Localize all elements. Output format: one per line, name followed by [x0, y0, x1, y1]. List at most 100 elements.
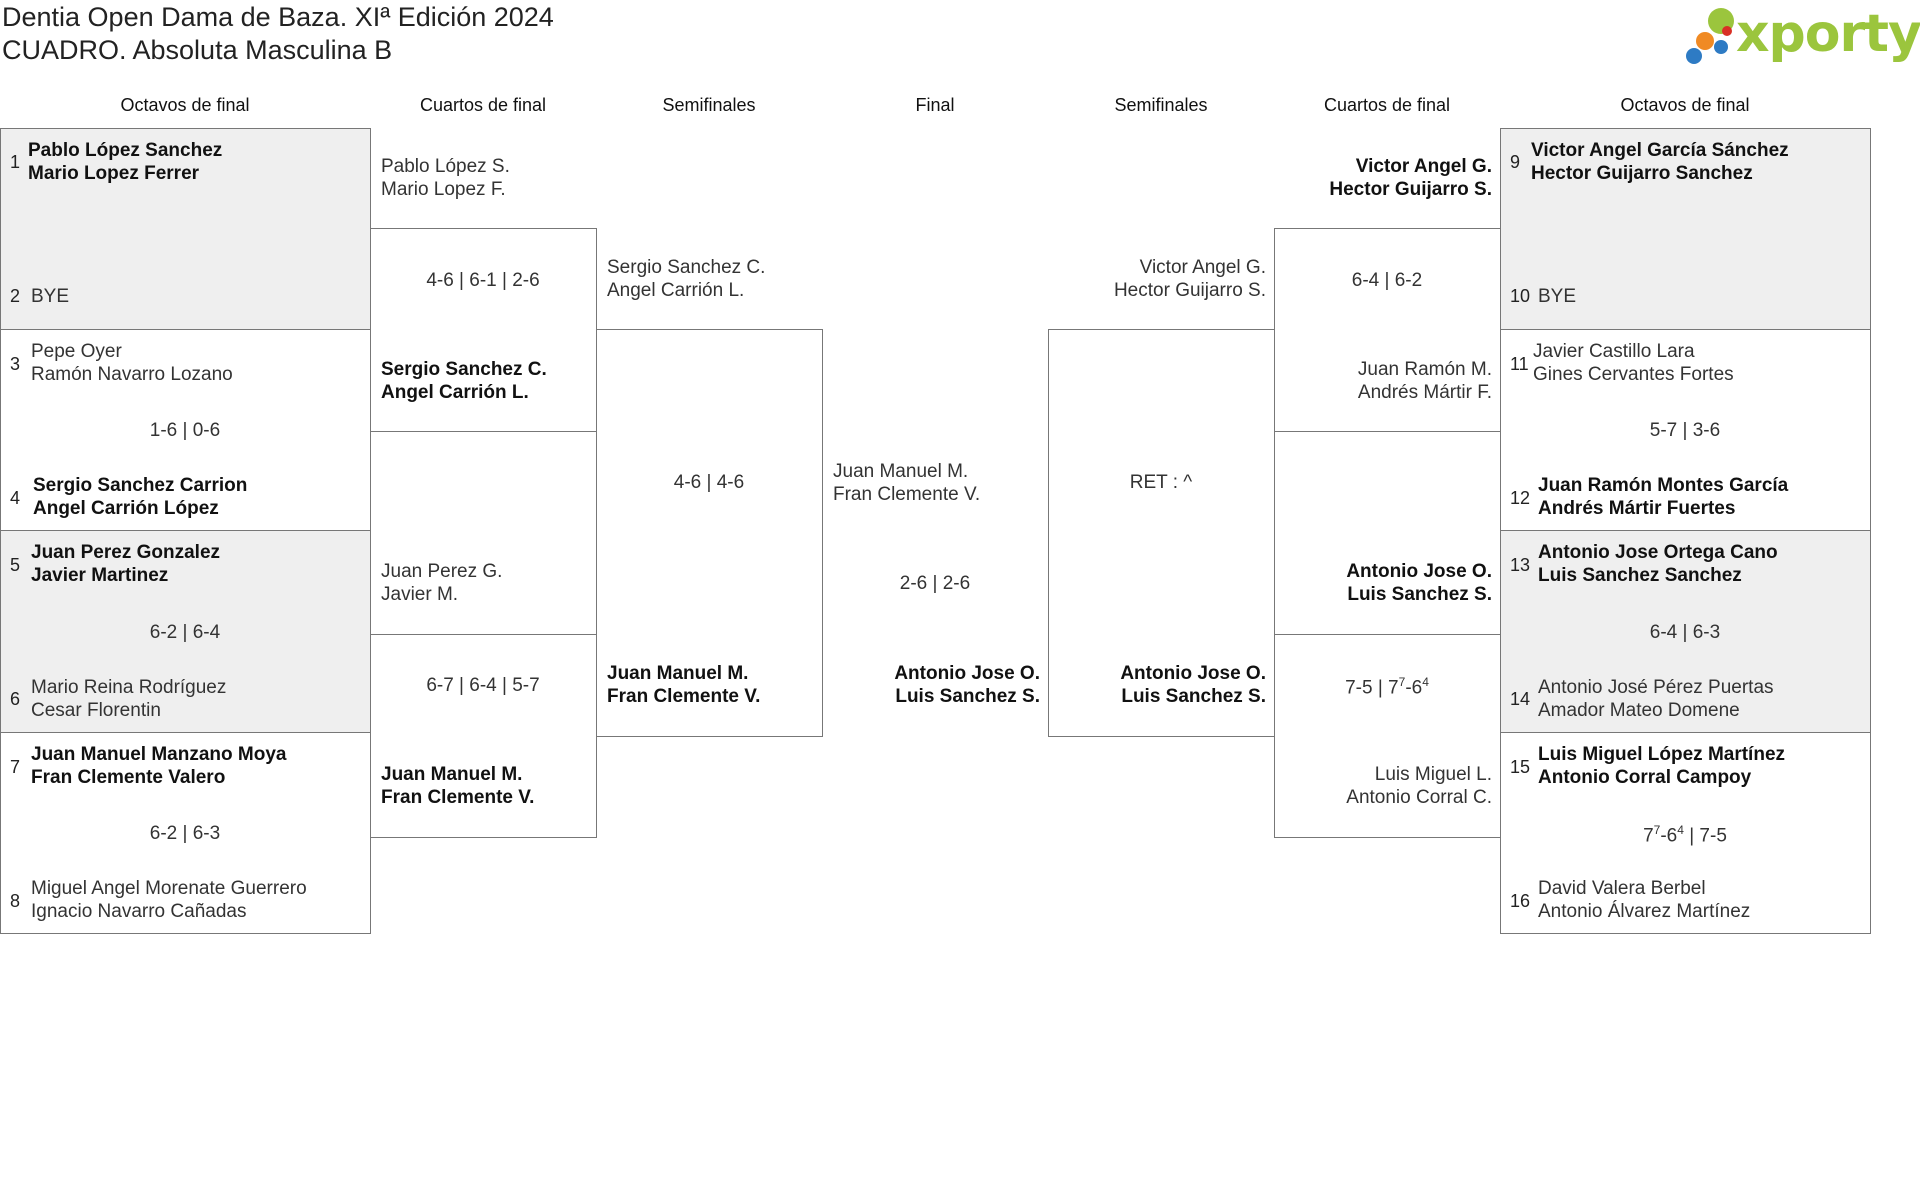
- player-name: Ramón Navarro Lozano: [31, 364, 233, 385]
- player-name: Angel Carrión L.: [607, 280, 745, 301]
- player-name: Juan Ramón M.: [1357, 359, 1492, 380]
- final-score: 2-6 | 2-6: [899, 573, 971, 594]
- player-name: Antonio Corral Campoy: [1538, 767, 1752, 788]
- seed-number: 10: [1510, 286, 1531, 306]
- player-name: Fran Clemente V.: [381, 787, 535, 808]
- player-name: Ignacio Navarro Cañadas: [31, 901, 247, 922]
- score-part: -: [1660, 825, 1667, 847]
- logo-text: xporty: [1736, 4, 1920, 64]
- seed-number: 15: [1510, 757, 1531, 777]
- player-name: Victor Angel G.: [1355, 156, 1492, 177]
- player-name: Pablo López Sanchez: [28, 140, 223, 161]
- player-name: Juan Ramón Montes García: [1538, 475, 1789, 496]
- match-score: 6-4 | 6-3: [1649, 622, 1721, 643]
- logo-dot-blue: [1686, 48, 1702, 64]
- draw-subtitle: CUADRO. Absoluta Masculina B: [2, 35, 393, 65]
- seed-number: 7: [10, 757, 21, 777]
- player-name: Javier M.: [381, 584, 459, 605]
- player-name: Mario Lopez F.: [381, 179, 506, 200]
- score-part: 7-5 | 7: [1345, 677, 1399, 699]
- player-name: Pepe Oyer: [31, 341, 122, 362]
- sf-match-right: [1048, 329, 1275, 737]
- seed-number: 6: [10, 689, 21, 709]
- seed-number: 1: [10, 152, 21, 172]
- player-name: Antonio Álvarez Martínez: [1538, 901, 1751, 922]
- xporty-logo: xporty: [1686, 4, 1920, 68]
- player-name: Sergio Sanchez Carrion: [33, 475, 248, 496]
- player-name: Javier Martinez: [31, 565, 169, 586]
- match-score: 6-2 | 6-3: [149, 823, 221, 844]
- player-name: Sergio Sanchez C.: [381, 359, 547, 380]
- player-name: Antonio Jose Ortega Cano: [1538, 542, 1778, 563]
- player-name: Fran Clemente Valero: [31, 767, 226, 788]
- player-name: Angel Carrión López: [33, 498, 219, 519]
- player-name: Antonio José Pérez Puertas: [1538, 677, 1774, 698]
- player-name: Fran Clemente V.: [833, 484, 981, 505]
- score-part: 7: [1643, 825, 1654, 847]
- match-score: 4-6 | 4-6: [673, 472, 745, 493]
- player-name: Andrés Mártir Fuertes: [1538, 498, 1736, 519]
- seed-number: 13: [1510, 555, 1531, 575]
- sf-match-left: [596, 329, 823, 737]
- player-name: Juan Manuel M.: [381, 764, 523, 785]
- player-name: Cesar Florentin: [31, 700, 161, 721]
- seed-number: 3: [10, 354, 21, 374]
- tiebreak-sup: 7: [1398, 675, 1406, 689]
- seed-number: 4: [10, 488, 21, 508]
- r16-match-8: [1500, 732, 1871, 934]
- logo-dot-orange: [1696, 32, 1714, 50]
- player-name: Luis Sanchez Sanchez: [1538, 565, 1742, 586]
- round-header-final: Final: [915, 95, 955, 115]
- player-name: Hector Guijarro Sanchez: [1531, 163, 1753, 184]
- player-name: Juan Manuel Manzano Moya: [31, 744, 287, 765]
- match-score: 5-7 | 3-6: [1649, 420, 1721, 441]
- tiebreak-sup: 7: [1653, 823, 1661, 837]
- player-name: Victor Angel García Sánchez: [1531, 140, 1789, 161]
- player-name: Mario Reina Rodríguez: [31, 677, 227, 698]
- player-name: Amador Mateo Domene: [1538, 700, 1740, 721]
- round-header-r16-right: Octavos de final: [1620, 95, 1750, 115]
- match-score-tiebreak: 7-5 | 77-64: [1274, 675, 1500, 699]
- seed-number: 8: [10, 891, 21, 911]
- player-name: Luis Sanchez S.: [895, 686, 1040, 707]
- score-part: | 7-5: [1683, 825, 1727, 847]
- player-name: Juan Perez G.: [381, 561, 503, 582]
- player-name: Luis Sanchez S.: [1121, 686, 1266, 707]
- player-name: BYE: [1538, 286, 1577, 307]
- round-header-sf-right: Semifinales: [1114, 95, 1208, 115]
- player-name: Hector Guijarro S.: [1329, 179, 1492, 200]
- player-name: Victor Angel G.: [1139, 257, 1266, 278]
- player-name: Luis Miguel López Martínez: [1538, 744, 1786, 765]
- match-score: 6-4 | 6-2: [1351, 270, 1423, 291]
- r16-match-7: [1500, 530, 1871, 733]
- r16-match-1: [0, 128, 371, 330]
- player-name: Juan Perez Gonzalez: [31, 542, 221, 563]
- match-score-tiebreak: 77-64 | 7-5: [1500, 823, 1870, 847]
- round-header-qf-left: Cuartos de final: [419, 95, 547, 115]
- score-part: 6: [1666, 825, 1678, 847]
- logo-dot-blue-small: [1714, 40, 1728, 54]
- player-name: Juan Manuel M.: [833, 461, 969, 482]
- seed-number: 5: [10, 555, 21, 575]
- player-name: Javier Castillo Lara: [1533, 341, 1695, 362]
- match-score: 4-6 | 6-1 | 2-6: [426, 270, 540, 291]
- player-name: Pablo López S.: [381, 156, 510, 177]
- match-score: 1-6 | 0-6: [149, 420, 221, 441]
- match-score: RET : ^: [1129, 472, 1193, 493]
- player-name: Luis Sanchez S.: [1347, 584, 1492, 605]
- tournament-title: Dentia Open Dama de Baza. XIª Edición 20…: [2, 2, 554, 32]
- player-name: Juan Manuel M.: [607, 663, 749, 684]
- player-name: Angel Carrión L.: [381, 382, 529, 403]
- player-name: Hector Guijarro S.: [1113, 280, 1266, 301]
- round-header-sf-left: Semifinales: [662, 95, 756, 115]
- player-name: Gines Cervantes Fortes: [1533, 364, 1734, 385]
- round-header-r16-left: Octavos de final: [120, 95, 250, 115]
- player-name: Fran Clemente V.: [607, 686, 761, 707]
- player-name: Luis Miguel L.: [1374, 764, 1492, 785]
- player-name: BYE: [31, 286, 70, 307]
- seed-number: 2: [10, 286, 21, 306]
- round-header-qf-right: Cuartos de final: [1323, 95, 1451, 115]
- seed-number: 9: [1510, 152, 1521, 172]
- tiebreak-sup: 4: [1677, 823, 1684, 837]
- player-name: Andrés Mártir F.: [1357, 382, 1492, 403]
